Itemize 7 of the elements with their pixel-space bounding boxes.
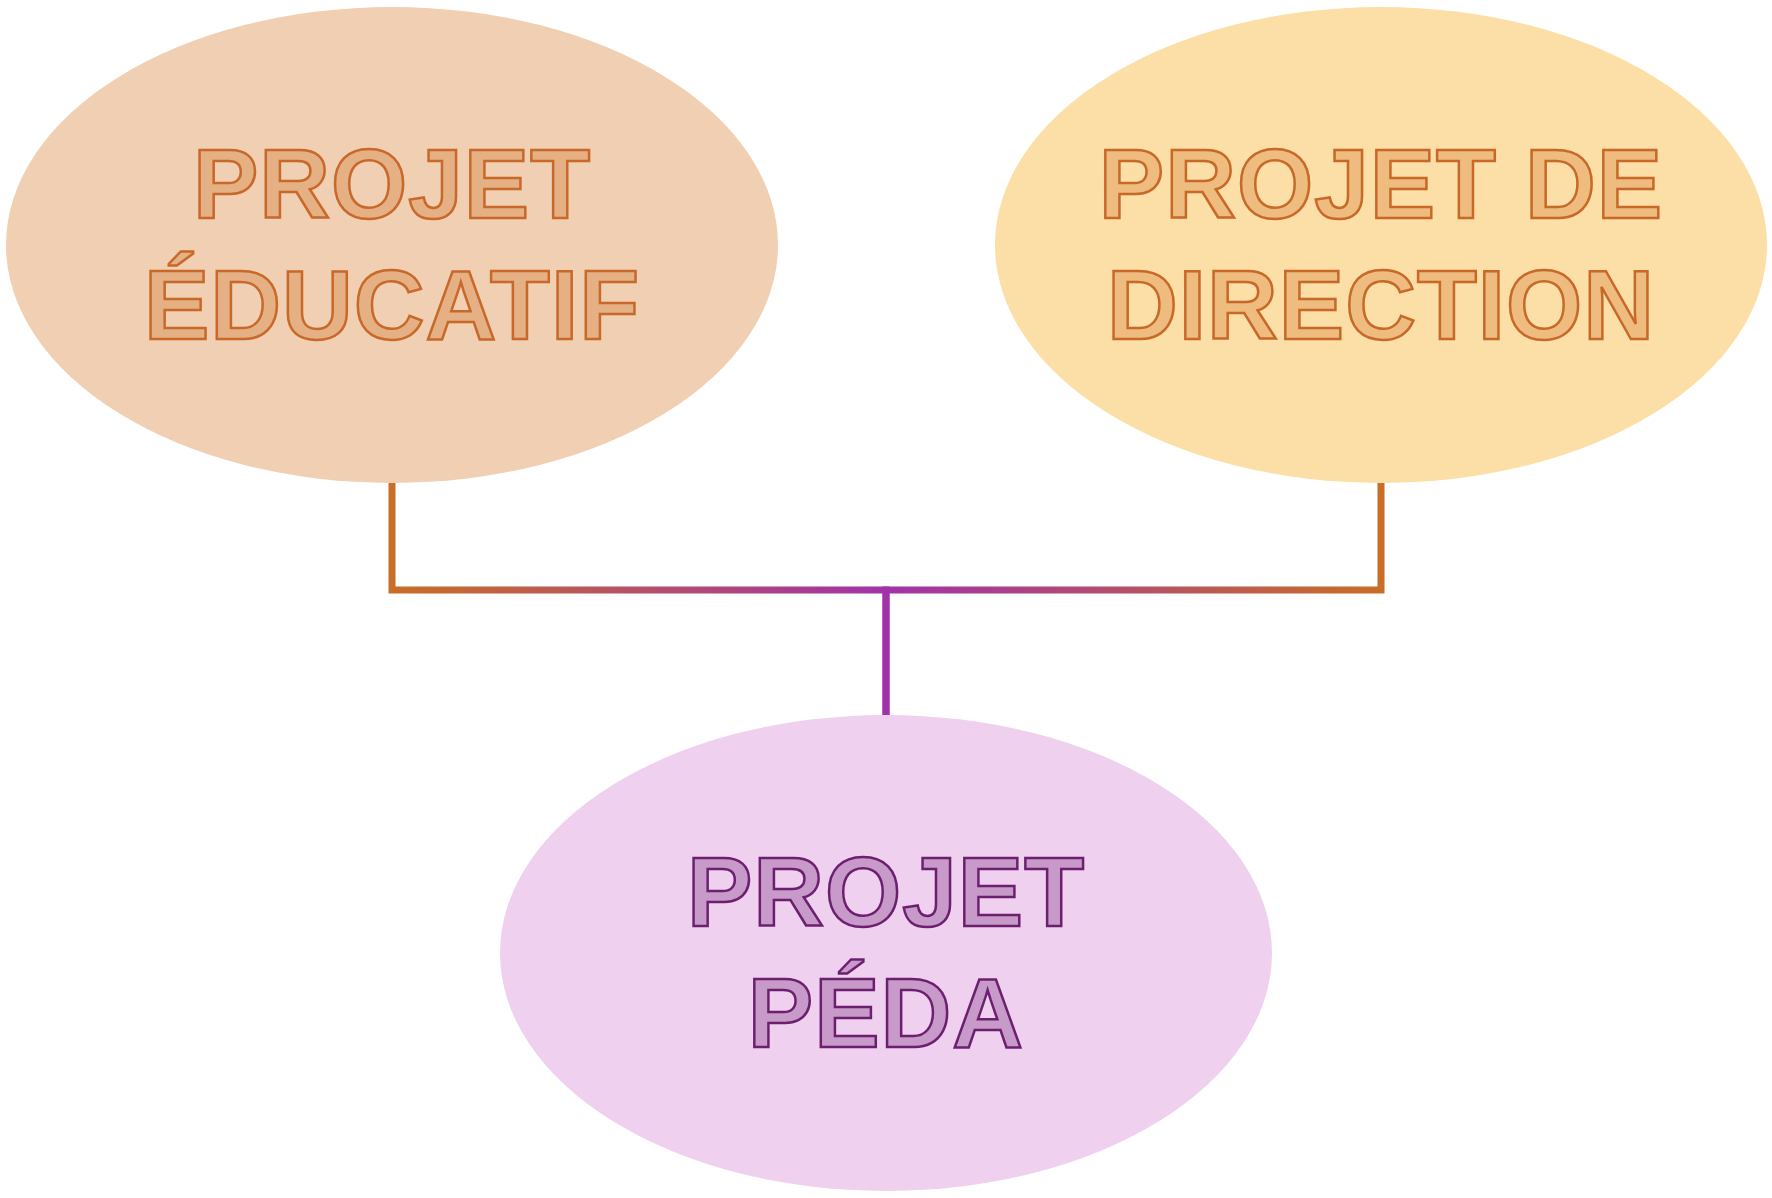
connector-line <box>882 483 1385 715</box>
node-title: PROJET PÉDA <box>685 836 1087 1070</box>
node-title: PROJET DE DIRECTION <box>1097 128 1665 362</box>
ellipse-node <box>500 715 1272 1191</box>
ellipse-node <box>6 7 778 483</box>
node-title: PROJET ÉDUCATIF <box>142 128 642 362</box>
ellipse-node <box>995 7 1767 483</box>
